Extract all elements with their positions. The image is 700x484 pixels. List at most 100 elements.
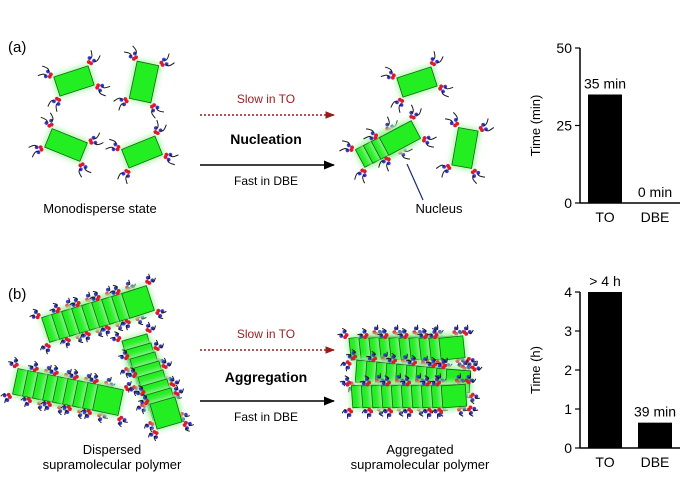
- alkyl-chain: [357, 333, 363, 337]
- alkyl-chain: [418, 412, 424, 417]
- alkyl-chain: [123, 51, 132, 57]
- alkyl-chain: [419, 380, 426, 384]
- bead: [405, 377, 409, 382]
- bead: [124, 99, 129, 104]
- alkyl-chain: [64, 410, 68, 416]
- alkyl-chain: [444, 118, 453, 124]
- panel-b-label: (b): [8, 286, 26, 303]
- y-tick-label: 25: [556, 118, 572, 134]
- alkyl-chain: [138, 321, 144, 326]
- polymer-stack: [29, 273, 167, 355]
- alkyl-chain: [424, 355, 428, 361]
- alkyl-chain: [87, 291, 91, 298]
- alkyl-chain: [160, 343, 164, 349]
- bead: [377, 330, 382, 334]
- bead: [422, 138, 426, 143]
- panel-a-label: (a): [8, 39, 26, 56]
- bead: [78, 163, 83, 168]
- bar-value-label: 0 min: [638, 184, 672, 200]
- alkyl-chain: [399, 380, 406, 384]
- bead: [159, 60, 164, 65]
- bead: [342, 329, 347, 334]
- alkyl-chain: [117, 422, 122, 428]
- bead: [61, 339, 66, 344]
- alkyl-chain: [406, 413, 410, 419]
- alkyl-chain: [113, 97, 122, 102]
- bead: [409, 110, 414, 115]
- alkyl-chain: [485, 127, 495, 132]
- alkyl-chain: [434, 375, 440, 380]
- alkyl-chain: [105, 146, 115, 150]
- bead: [345, 148, 350, 153]
- alkyl-chain: [93, 132, 101, 140]
- bead: [419, 410, 423, 415]
- alkyl-chain: [359, 380, 366, 384]
- bead: [97, 413, 102, 418]
- monomer-unit: [80, 372, 136, 428]
- alkyl-chain: [468, 373, 472, 379]
- bead: [430, 57, 435, 61]
- alkyl-chain: [130, 367, 136, 372]
- y-tick-label: 0: [564, 440, 572, 456]
- bead: [383, 335, 387, 340]
- alkyl-chain: [4, 398, 8, 404]
- bead: [454, 378, 459, 383]
- bead: [460, 364, 465, 369]
- alkyl-chain: [151, 110, 156, 119]
- alkyl-chain: [42, 65, 50, 72]
- alkyl-chain: [421, 409, 427, 414]
- alkyl-chain: [138, 385, 144, 390]
- alkyl-chain: [381, 327, 387, 333]
- alkyl-chain: [122, 349, 128, 354]
- bead: [349, 148, 354, 152]
- alkyl-chain: [415, 108, 422, 116]
- bar-value-label: 39 min: [634, 404, 676, 420]
- alkyl-chain: [60, 405, 66, 409]
- alkyl-chain: [465, 324, 469, 330]
- bead: [161, 364, 166, 368]
- bead: [351, 351, 356, 355]
- alkyl-chain: [114, 331, 120, 336]
- alkyl-chain: [112, 284, 118, 289]
- alkyl-chain: [29, 314, 35, 318]
- bead: [148, 420, 153, 425]
- bead: [82, 409, 87, 414]
- alkyl-chain: [163, 53, 170, 61]
- alkyl-chain: [28, 144, 38, 148]
- monomer-unit: [429, 373, 479, 419]
- alkyl-chain: [125, 175, 129, 185]
- bead: [386, 157, 391, 162]
- alkyl-chain: [169, 154, 179, 158]
- alkyl-chain: [20, 397, 26, 401]
- bead: [155, 311, 160, 315]
- bead: [62, 405, 67, 410]
- monomer-unit: [138, 384, 194, 442]
- alkyl-chain: [337, 333, 343, 337]
- alkyl-chain: [365, 128, 374, 134]
- bead: [184, 420, 188, 425]
- bead: [390, 75, 395, 80]
- alkyl-chain: [77, 414, 82, 420]
- bead: [459, 410, 463, 415]
- bead: [150, 104, 154, 109]
- alkyl-chain: [390, 101, 398, 108]
- x-tick-label: TO: [595, 454, 614, 470]
- bead: [425, 382, 430, 387]
- alkyl-chain: [52, 302, 58, 307]
- alkyl-chain: [28, 365, 34, 369]
- alkyl-chain: [459, 329, 464, 335]
- bead: [41, 345, 46, 350]
- bead: [405, 382, 410, 387]
- monodisperse-caption: Monodisperse state: [43, 201, 156, 216]
- alkyl-chain: [31, 150, 39, 158]
- alkyl-chain: [462, 408, 469, 412]
- bead: [125, 285, 129, 290]
- bead: [116, 338, 120, 343]
- alkyl-chain: [398, 412, 404, 417]
- y-tick-label: 0: [564, 195, 572, 211]
- bead: [462, 330, 467, 335]
- bead: [447, 166, 452, 170]
- aggregated-caption-line1: Aggregated: [386, 442, 453, 457]
- bead: [394, 378, 399, 383]
